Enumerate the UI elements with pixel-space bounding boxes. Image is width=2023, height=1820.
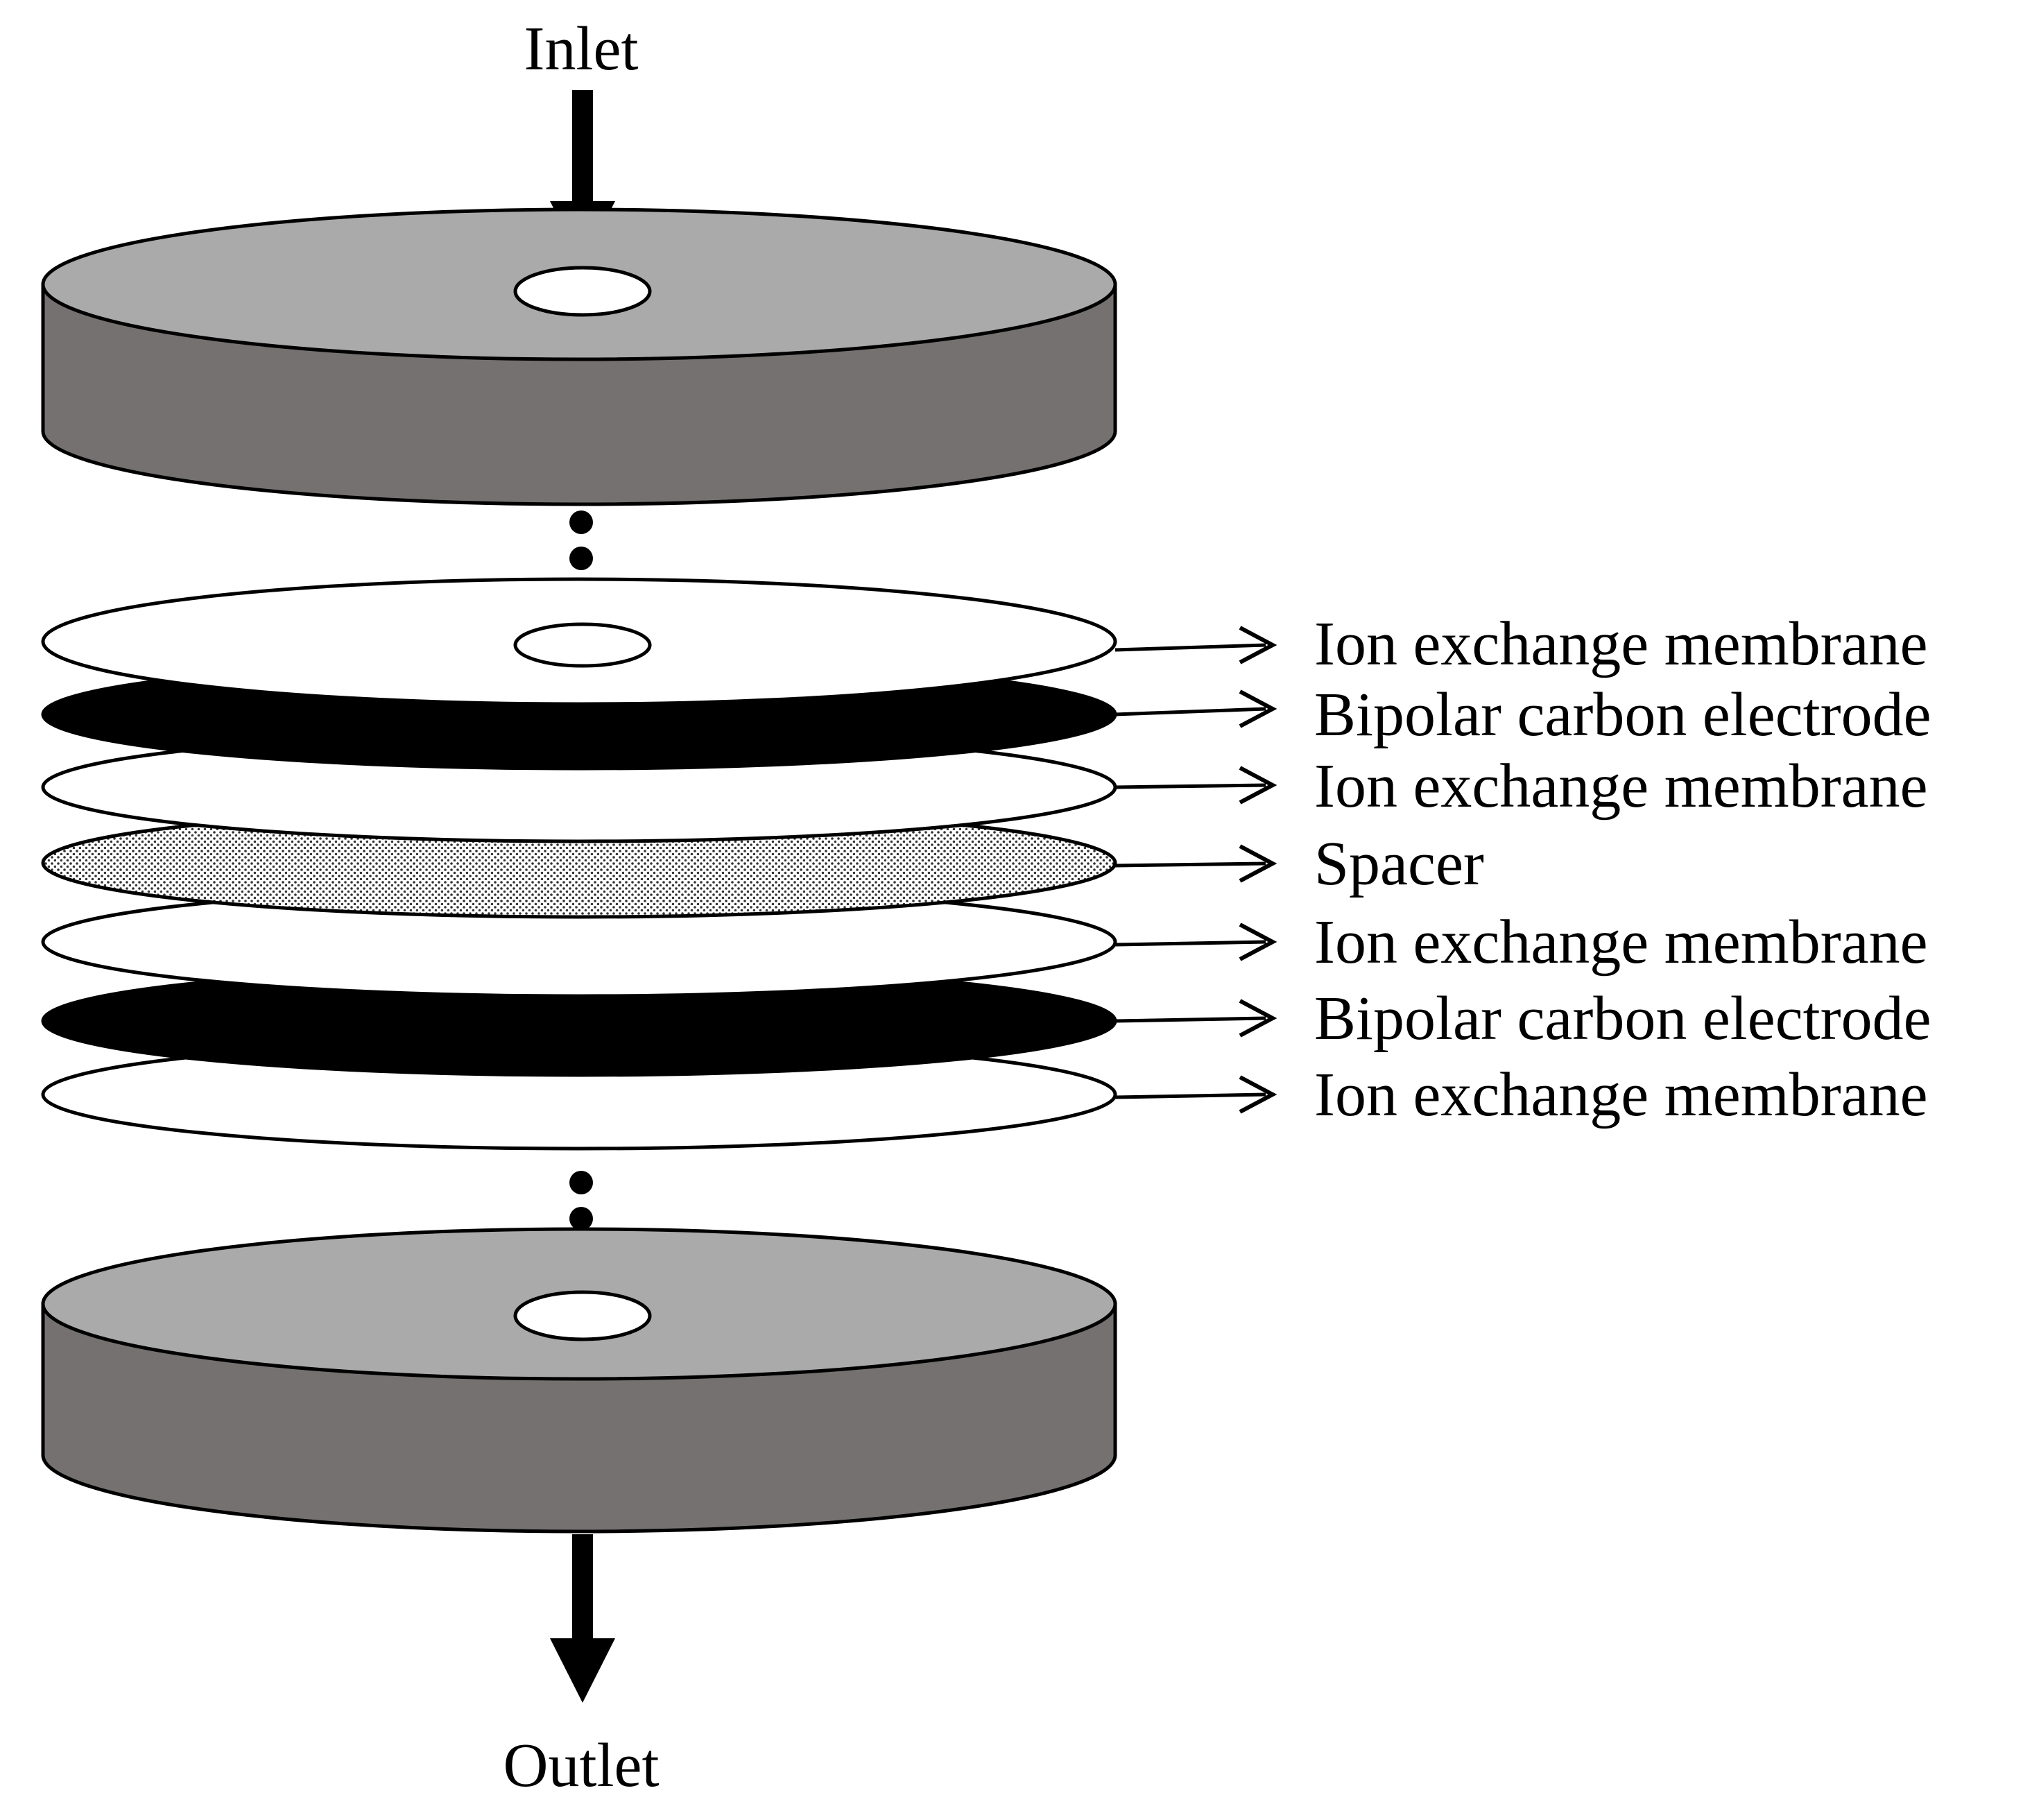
layer-label-4: Spacer [1314,830,1484,898]
top-plate-inlet-hole [513,266,652,317]
layer-label-6: Bipolar carbon electrode [1314,984,1931,1053]
leader-arrows [1114,626,1277,1114]
leader-arrow-2 [1114,689,1277,728]
layer-label-1: Ion exchange membrane [1314,610,1928,678]
inlet-label: Inlet [524,15,639,83]
layer-labels: Ion exchange membrane Bipolar carbon ele… [1314,610,1931,1129]
outlet-label: Outlet [503,1731,660,1800]
layer-label-3: Ion exchange membrane [1314,752,1928,821]
membrane-center-hole [513,622,652,668]
layer-label-5: Ion exchange membrane [1314,908,1928,977]
layer-label-2: Bipolar carbon electrode [1314,680,1931,749]
leader-arrow-5 [1114,922,1277,961]
leader-arrow-6 [1114,999,1277,1038]
leader-arrow-3 [1114,766,1277,805]
leader-arrow-7 [1114,1075,1277,1114]
bottom-plate-outlet-hole [513,1290,652,1341]
top-end-plate [41,207,1117,506]
outlet-arrow [550,1534,615,1703]
layer-label-7: Ion exchange membrane [1314,1061,1928,1129]
leader-arrow-4 [1114,844,1277,883]
layer-discs [41,577,1117,1151]
leader-arrow-1 [1114,626,1277,664]
bottom-end-plate [41,1227,1117,1534]
